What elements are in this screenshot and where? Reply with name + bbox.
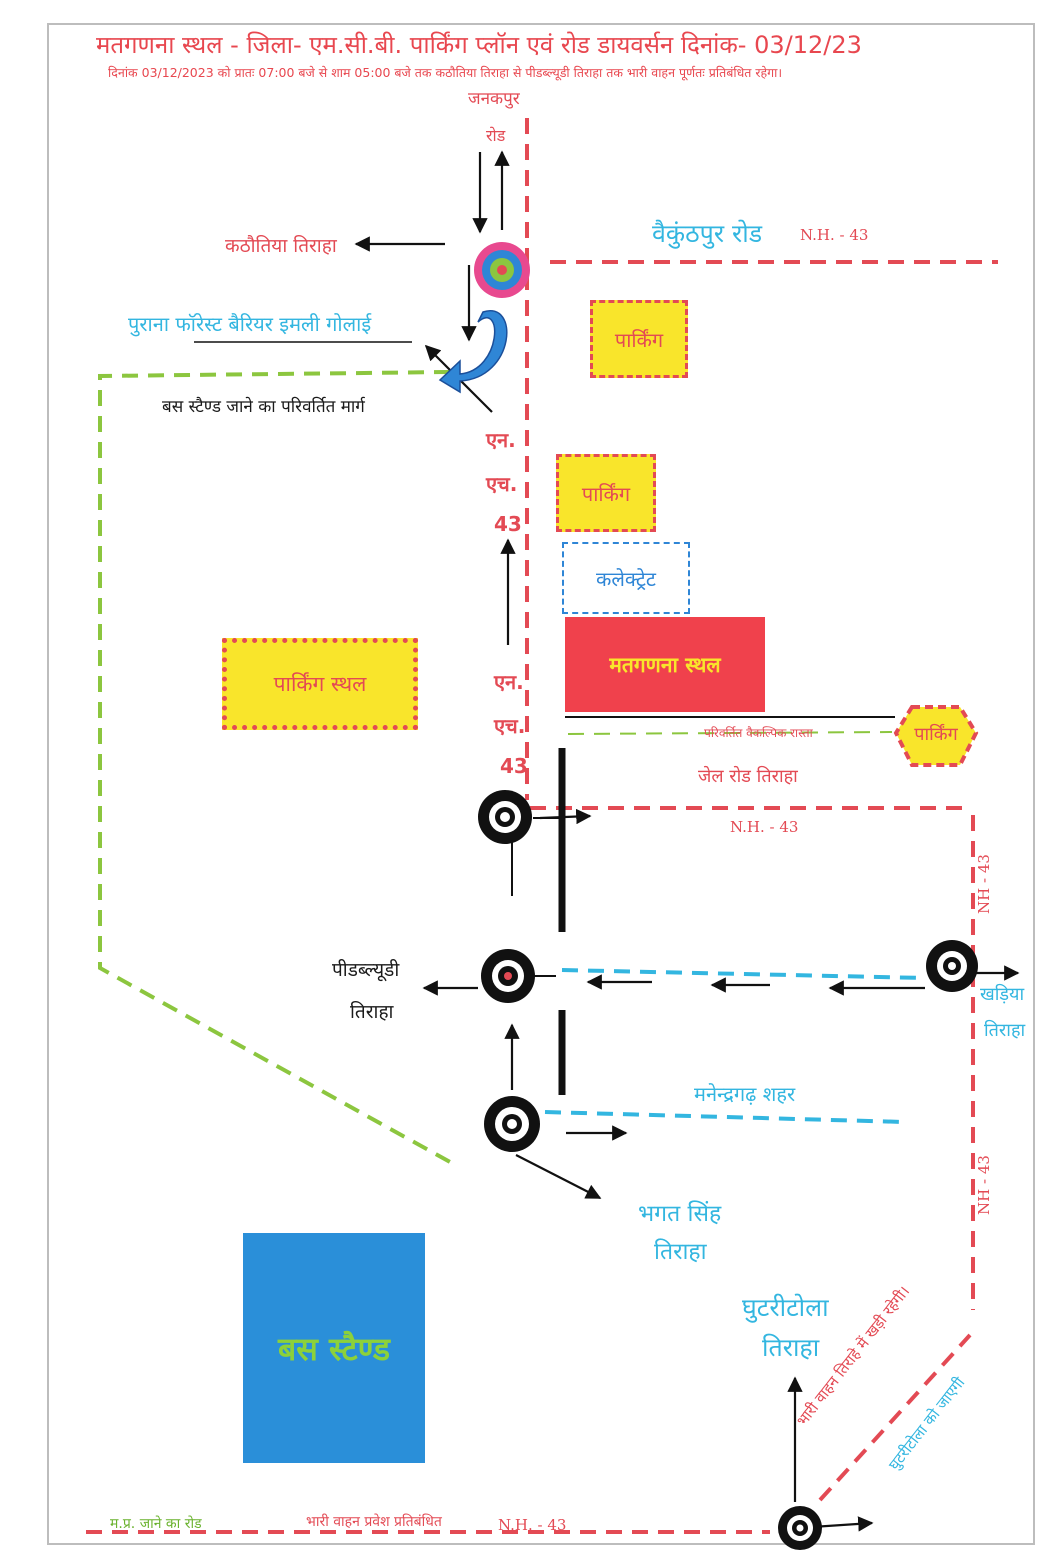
- roundabout-jail-road: [478, 790, 532, 844]
- nh-vertical-2a: एन.: [494, 670, 524, 694]
- nh-right-label-2: NH - 43: [974, 1155, 993, 1215]
- diversion-route: [98, 370, 893, 1164]
- road-label: रोड: [486, 126, 506, 145]
- nh-bottom-label: N.H. - 43: [498, 1516, 567, 1534]
- bus-stand-label: बस स्टैण्ड: [278, 1329, 390, 1368]
- main-road-lines: [511, 716, 895, 977]
- bus-stand-box: बस स्टैण्ड: [243, 1233, 425, 1463]
- janakpur-label: जनकपुर: [468, 89, 520, 109]
- manendragarh-label: मनेन्द्रगढ़ शहर: [694, 1082, 796, 1106]
- collectorate-box: कलेक्ट्रेट: [562, 542, 690, 614]
- parking-hexagon-label: पार्किंग: [914, 724, 958, 745]
- parking-box-2-label: पार्किंग: [581, 481, 631, 506]
- kathautiya-roundabout: [474, 242, 530, 298]
- khadiya-label-2: तिराहा: [984, 1020, 1026, 1041]
- map-title: मतगणना स्थल - जिला- एम.सी.बी. पार्किंग प…: [96, 31, 862, 59]
- nh-right-label-1: NH - 43: [974, 854, 993, 914]
- vaikunthpur-road-label: वैकुंठपुर रोड: [652, 219, 763, 248]
- parking-hexagon: पार्किंग: [898, 710, 974, 758]
- parking-site-label: पार्किंग स्थल: [273, 672, 367, 696]
- bhagat-singh-label-2: तिराहा: [654, 1239, 707, 1265]
- parking-box-1-label: पार्किंग: [614, 327, 664, 352]
- nh-top-label: N.H. - 43: [800, 226, 869, 244]
- diversion-curve-arrow: [438, 310, 508, 394]
- roundabout-khadiya: [926, 940, 978, 992]
- roundabout-pwd: [481, 949, 535, 1003]
- nh-vertical-1a: एन.: [486, 428, 516, 452]
- parking-hexagon-shape: [893, 705, 979, 767]
- collectorate-label: कलेक्ट्रेट: [596, 566, 656, 591]
- nh-vertical-2c: 43: [500, 754, 528, 778]
- jail-road-label: जेल रोड तिराहा: [698, 766, 798, 787]
- bus-route-label: बस स्टैण्ड जाने का परिवर्तित मार्ग: [162, 397, 365, 417]
- nh-vertical-2b: एच.: [494, 714, 526, 738]
- mp-road-label: म.प्र. जाने का रोड: [110, 1516, 202, 1532]
- roundabout-bhagat-singh: [484, 1096, 540, 1152]
- parking-box-1: पार्किंग: [590, 300, 688, 378]
- ghutritola-label-1: घुटरीटोला: [742, 1293, 829, 1322]
- parking-box-2: पार्किंग: [556, 454, 656, 532]
- counting-site-label: मतगणना स्थल: [609, 652, 721, 677]
- page-frame: [47, 23, 1035, 1545]
- bhagat-singh-label-1: भगत सिंह: [638, 1201, 722, 1227]
- kathautiya-label: कठौतिया तिराहा: [225, 235, 337, 257]
- ghutritola-label-2: तिराहा: [762, 1333, 820, 1362]
- roundabout-ghutritola: [778, 1506, 822, 1550]
- map-subtitle: दिनांक 03/12/2023 को प्रातः 07:00 बजे से…: [108, 65, 783, 80]
- heavy-banned-label: भारी वाहन प्रवेश प्रतिबंधित: [306, 1514, 442, 1530]
- counting-site-box: मतगणना स्थल: [565, 617, 765, 712]
- nh-mid-label: N.H. - 43: [730, 818, 799, 836]
- nh-vertical-1b: एच.: [486, 472, 518, 496]
- pwd-label-2: तिराहा: [350, 1001, 394, 1023]
- parking-site-box: पार्किंग स्थल: [222, 638, 418, 730]
- diversion-road-label: परिवर्तित वैकल्पिक रास्ता: [704, 726, 813, 740]
- forest-barrier-label: पुराना फॉरेस्ट बैरियर इमली गोलाई: [128, 312, 372, 336]
- nh-vertical-1c: 43: [494, 512, 522, 536]
- nh43-road: [86, 118, 998, 1534]
- khadiya-label-1: खड़िया: [980, 984, 1025, 1005]
- city-roads: [544, 968, 926, 1124]
- pwd-label-1: पीडब्ल्यूडी: [332, 959, 400, 981]
- direction-arrows: [354, 150, 1020, 1532]
